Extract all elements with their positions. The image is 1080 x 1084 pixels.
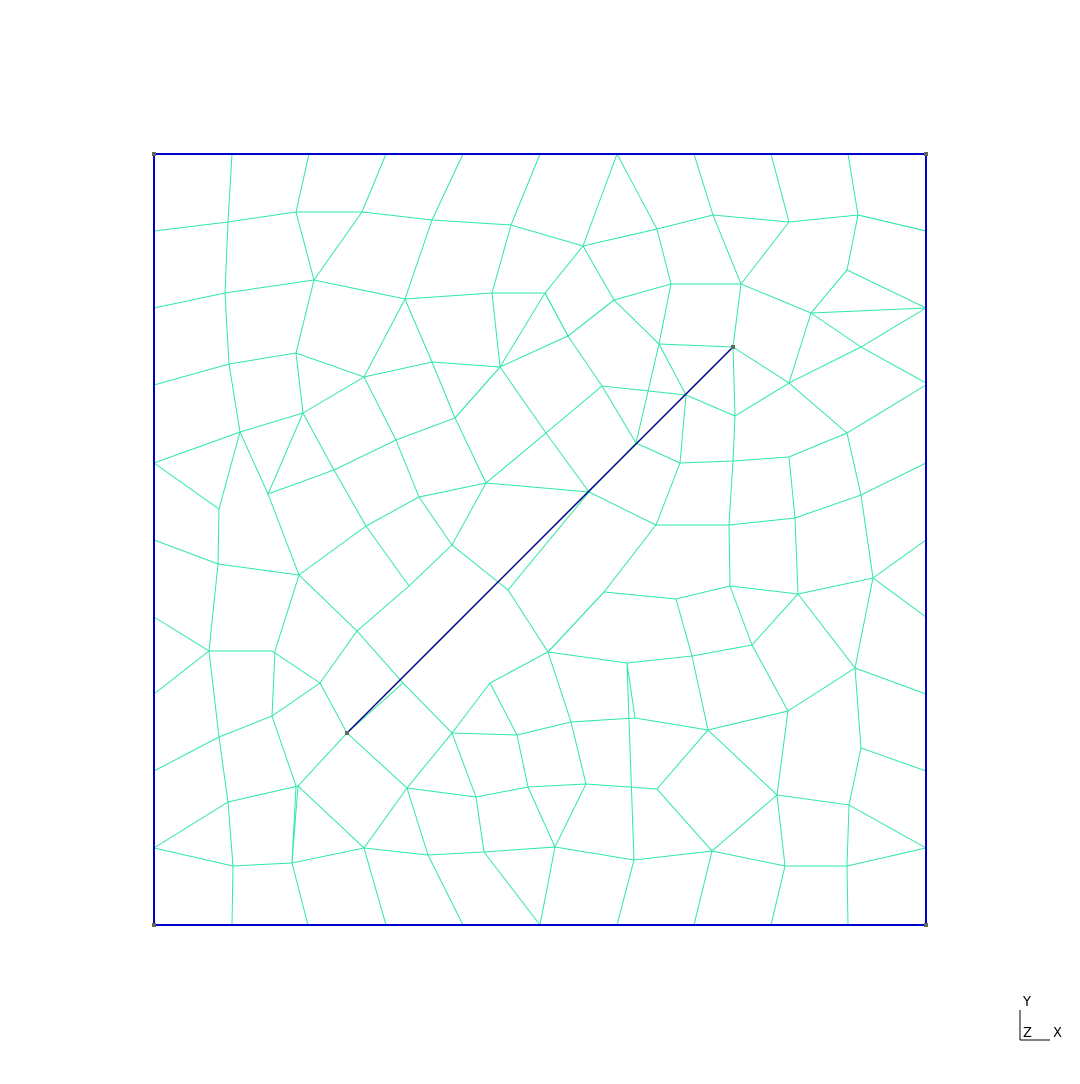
mesh-edge — [732, 153, 859, 417]
mesh-edge — [547, 591, 605, 653]
mesh-edge — [810, 312, 927, 384]
mesh-edge — [846, 865, 849, 926]
vertex-marker — [152, 152, 156, 156]
mesh-edge — [153, 616, 272, 652]
mesh-edge — [451, 732, 587, 788]
domain-boundary — [153, 153, 927, 926]
mesh-edge — [567, 335, 637, 444]
mesh-edge — [728, 456, 796, 526]
mesh-edge — [854, 577, 927, 695]
mesh-edge — [239, 412, 335, 495]
mesh-edge — [846, 804, 927, 867]
mesh-edge — [626, 662, 635, 861]
mesh-edge — [365, 496, 420, 587]
mesh-edge — [770, 865, 786, 926]
axis-triad: Y Z X — [1019, 995, 1062, 1041]
mesh-edge — [547, 524, 657, 653]
mesh-edge — [363, 787, 429, 856]
mesh-edge — [693, 850, 713, 926]
mesh-edge — [507, 491, 590, 591]
mesh-edge — [582, 245, 660, 345]
mesh-edge — [656, 729, 778, 852]
mesh-edge — [404, 298, 456, 419]
vertex-marker — [731, 345, 735, 349]
mesh-edge — [794, 517, 927, 618]
mesh-edge — [616, 153, 672, 444]
vertices — [152, 152, 928, 927]
mesh-edge — [406, 787, 485, 856]
triad-y-label: Y — [1022, 995, 1031, 1010]
mesh-edge — [787, 593, 856, 712]
mesh-edge — [729, 585, 753, 646]
mesh-edge — [567, 299, 615, 337]
mesh-edge — [153, 352, 501, 386]
quad-mesh — [153, 153, 927, 926]
mesh-edge — [427, 854, 464, 926]
mesh-edge — [788, 382, 927, 496]
mesh-edge — [848, 804, 927, 849]
mesh-edge — [554, 783, 786, 867]
triad-z-label: Z — [1023, 1026, 1032, 1041]
mesh-edge — [794, 494, 927, 579]
mesh-edge — [539, 846, 556, 926]
mesh-edge — [854, 667, 927, 772]
mesh-edge — [153, 211, 927, 247]
vertex-marker — [345, 731, 349, 735]
mesh-edge — [291, 153, 541, 864]
mesh-edge — [857, 214, 927, 232]
vertex-marker — [152, 923, 156, 927]
mesh-edge — [406, 732, 477, 798]
mesh-edge — [395, 366, 547, 498]
mesh-edge — [298, 376, 397, 576]
mesh-edge — [545, 385, 687, 434]
mesh-edge — [356, 544, 549, 734]
triad-x-label: X — [1053, 1026, 1062, 1041]
mesh-edge — [418, 496, 453, 546]
mesh-edge — [570, 717, 709, 790]
mesh-edge — [363, 847, 387, 926]
mesh-edge — [485, 394, 687, 526]
mesh-edge — [675, 585, 800, 657]
mesh-edge — [656, 415, 736, 526]
mesh-edge — [153, 412, 304, 464]
mesh-edge — [153, 462, 220, 510]
vertex-marker — [924, 923, 928, 927]
mesh-edge — [346, 732, 408, 789]
vertex-marker — [924, 152, 928, 156]
mesh-edge — [483, 851, 541, 926]
mesh-edge — [603, 524, 731, 600]
mesh-edge — [846, 269, 927, 309]
mesh-edge — [658, 343, 736, 417]
crack-line — [346, 346, 734, 734]
mesh-edge — [291, 785, 366, 864]
mesh-edge — [153, 539, 358, 632]
mesh-edge — [475, 786, 556, 853]
mesh-edge — [740, 153, 790, 285]
mesh-edge — [313, 153, 387, 281]
mesh-edge — [776, 710, 862, 806]
mesh-edge — [489, 651, 572, 736]
mesh-edge — [499, 153, 618, 368]
mesh-edge — [153, 650, 210, 695]
mesh-edge — [153, 847, 293, 867]
mesh-edge — [267, 153, 315, 926]
mesh-edge — [271, 650, 321, 684]
mesh-edge — [693, 153, 742, 348]
mesh-edge — [547, 644, 789, 731]
mesh-edge — [153, 785, 299, 849]
mesh-edge — [153, 279, 927, 337]
mesh-edge — [302, 153, 464, 414]
mesh-edge — [499, 292, 569, 368]
mesh-edge — [153, 682, 321, 772]
mesh-edge — [208, 153, 241, 926]
mesh-edge — [616, 859, 635, 926]
